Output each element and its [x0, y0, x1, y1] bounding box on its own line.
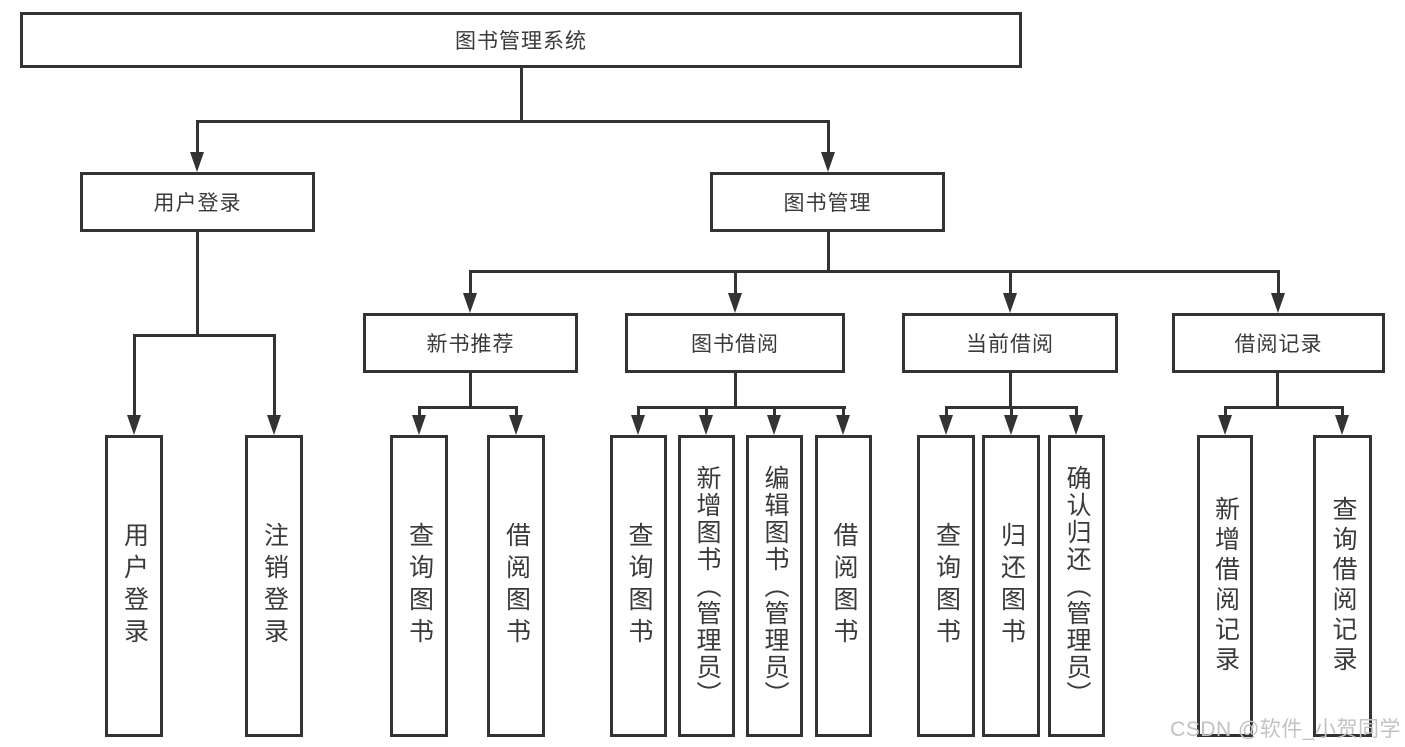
- node-label: 借阅记录: [1234, 333, 1323, 356]
- connector-drop: [637, 406, 640, 417]
- node-label: 用户登录: [153, 192, 242, 215]
- leaf-recommend-query-books: 查询图书: [390, 435, 448, 737]
- connector-drop: [773, 406, 776, 417]
- connector-stem: [1276, 373, 1279, 409]
- leaf-borrowing-query-books: 查询图书: [610, 435, 667, 737]
- leaf-current-query-books: 查询图书: [917, 435, 975, 737]
- connector-drop: [1224, 406, 1227, 417]
- leaf-current-confirm-return-admin: 确认归还（管理员）: [1048, 435, 1105, 737]
- leaf-borrowing-add-books-admin: 新增图书（管理员）: [678, 435, 735, 737]
- arrow-down-icon: [1004, 415, 1018, 435]
- connector-rail: [637, 406, 846, 409]
- arrow-down-icon: [1271, 293, 1285, 313]
- arrow-down-icon: [767, 415, 781, 435]
- arrow-down-icon: [821, 152, 835, 172]
- node-library-management-system: 图书管理系统: [20, 12, 1022, 68]
- arrow-down-icon: [190, 152, 204, 172]
- connector-drop: [1075, 406, 1078, 417]
- node-book-management: 图书管理: [710, 172, 945, 232]
- node-current-borrowing: 当前借阅: [902, 313, 1118, 373]
- leaf-borrowing-borrow-books: 借阅图书: [815, 435, 872, 737]
- arrow-down-icon: [836, 415, 850, 435]
- arrow-down-icon: [1069, 415, 1083, 435]
- connector-drop: [1277, 270, 1280, 295]
- arrow-down-icon: [509, 415, 523, 435]
- connector-drop: [469, 270, 472, 295]
- connector-rail: [196, 120, 830, 123]
- connector-rail: [469, 270, 1280, 273]
- connector-drop: [945, 406, 948, 417]
- connector-drop: [196, 120, 199, 154]
- node-borrowing-records: 借阅记录: [1172, 313, 1385, 373]
- node-label: 查询图书: [625, 522, 653, 650]
- arrow-down-icon: [267, 415, 281, 435]
- connector-drop: [1010, 406, 1013, 417]
- node-label: 借阅图书: [830, 522, 858, 650]
- arrow-down-icon: [699, 415, 713, 435]
- node-label: 归还图书: [997, 522, 1026, 650]
- node-label: 新增借阅记录: [1211, 496, 1240, 676]
- arrow-down-icon: [127, 415, 141, 435]
- leaf-records-query-borrow-record: 查询借阅记录: [1313, 435, 1372, 737]
- connector-drop: [418, 406, 421, 417]
- connector-rail: [1224, 406, 1343, 409]
- node-label: 确认归还（管理员）: [1063, 464, 1091, 708]
- connector-drop: [273, 334, 276, 417]
- connector-stem: [1009, 373, 1012, 409]
- arrow-down-icon: [1218, 415, 1232, 435]
- arrow-down-icon: [412, 415, 426, 435]
- connector-drop: [842, 406, 845, 417]
- node-label: 图书借阅: [691, 333, 779, 356]
- node-label: 查询借阅记录: [1329, 496, 1357, 676]
- node-user-login: 用户登录: [80, 172, 315, 232]
- node-book-borrowing: 图书借阅: [625, 313, 845, 373]
- leaf-borrowing-edit-books-admin: 编辑图书（管理员）: [746, 435, 803, 737]
- leaf-records-add-borrow-record: 新增借阅记录: [1197, 435, 1253, 737]
- node-label: 图书管理: [783, 192, 872, 215]
- leaf-recommend-borrow-books: 借阅图书: [487, 435, 545, 737]
- node-label: 编辑图书（管理员）: [761, 464, 789, 708]
- connector-stem: [827, 232, 830, 273]
- leaf-user-login: 用户登录: [105, 435, 163, 737]
- connector-drop: [827, 120, 830, 154]
- node-label: 借阅图书: [502, 522, 531, 650]
- connector-rail: [418, 406, 518, 409]
- node-label: 查询图书: [405, 522, 434, 650]
- connector-drop: [734, 270, 737, 295]
- node-label: 注销登录: [260, 522, 289, 650]
- connector-rail: [133, 334, 276, 337]
- arrow-down-icon: [1003, 293, 1017, 313]
- connector-drop: [1009, 270, 1012, 295]
- connector-drop: [1341, 406, 1344, 417]
- node-label: 用户登录: [120, 522, 149, 650]
- connector-stem: [469, 373, 472, 409]
- node-label: 新增图书（管理员）: [693, 464, 721, 708]
- leaf-logout: 注销登录: [245, 435, 303, 737]
- node-label: 图书管理系统: [455, 30, 587, 53]
- connector-stem: [734, 373, 737, 409]
- csdn-watermark: CSDN @软件_小贺同学: [1170, 718, 1401, 741]
- connector-stem: [196, 232, 199, 337]
- connector-drop: [515, 406, 518, 417]
- connector-drop: [705, 406, 708, 417]
- node-new-book-recommendation: 新书推荐: [363, 313, 578, 373]
- node-label: 当前借阅: [966, 333, 1054, 356]
- connector-stem: [520, 68, 523, 122]
- arrow-down-icon: [728, 293, 742, 313]
- node-label: 新书推荐: [426, 333, 515, 356]
- arrow-down-icon: [631, 415, 645, 435]
- arrow-down-icon: [1335, 415, 1349, 435]
- arrow-down-icon: [463, 293, 477, 313]
- connector-drop: [133, 334, 136, 417]
- arrow-down-icon: [939, 415, 953, 435]
- node-label: 查询图书: [932, 522, 961, 650]
- leaf-current-return-books: 归还图书: [982, 435, 1040, 737]
